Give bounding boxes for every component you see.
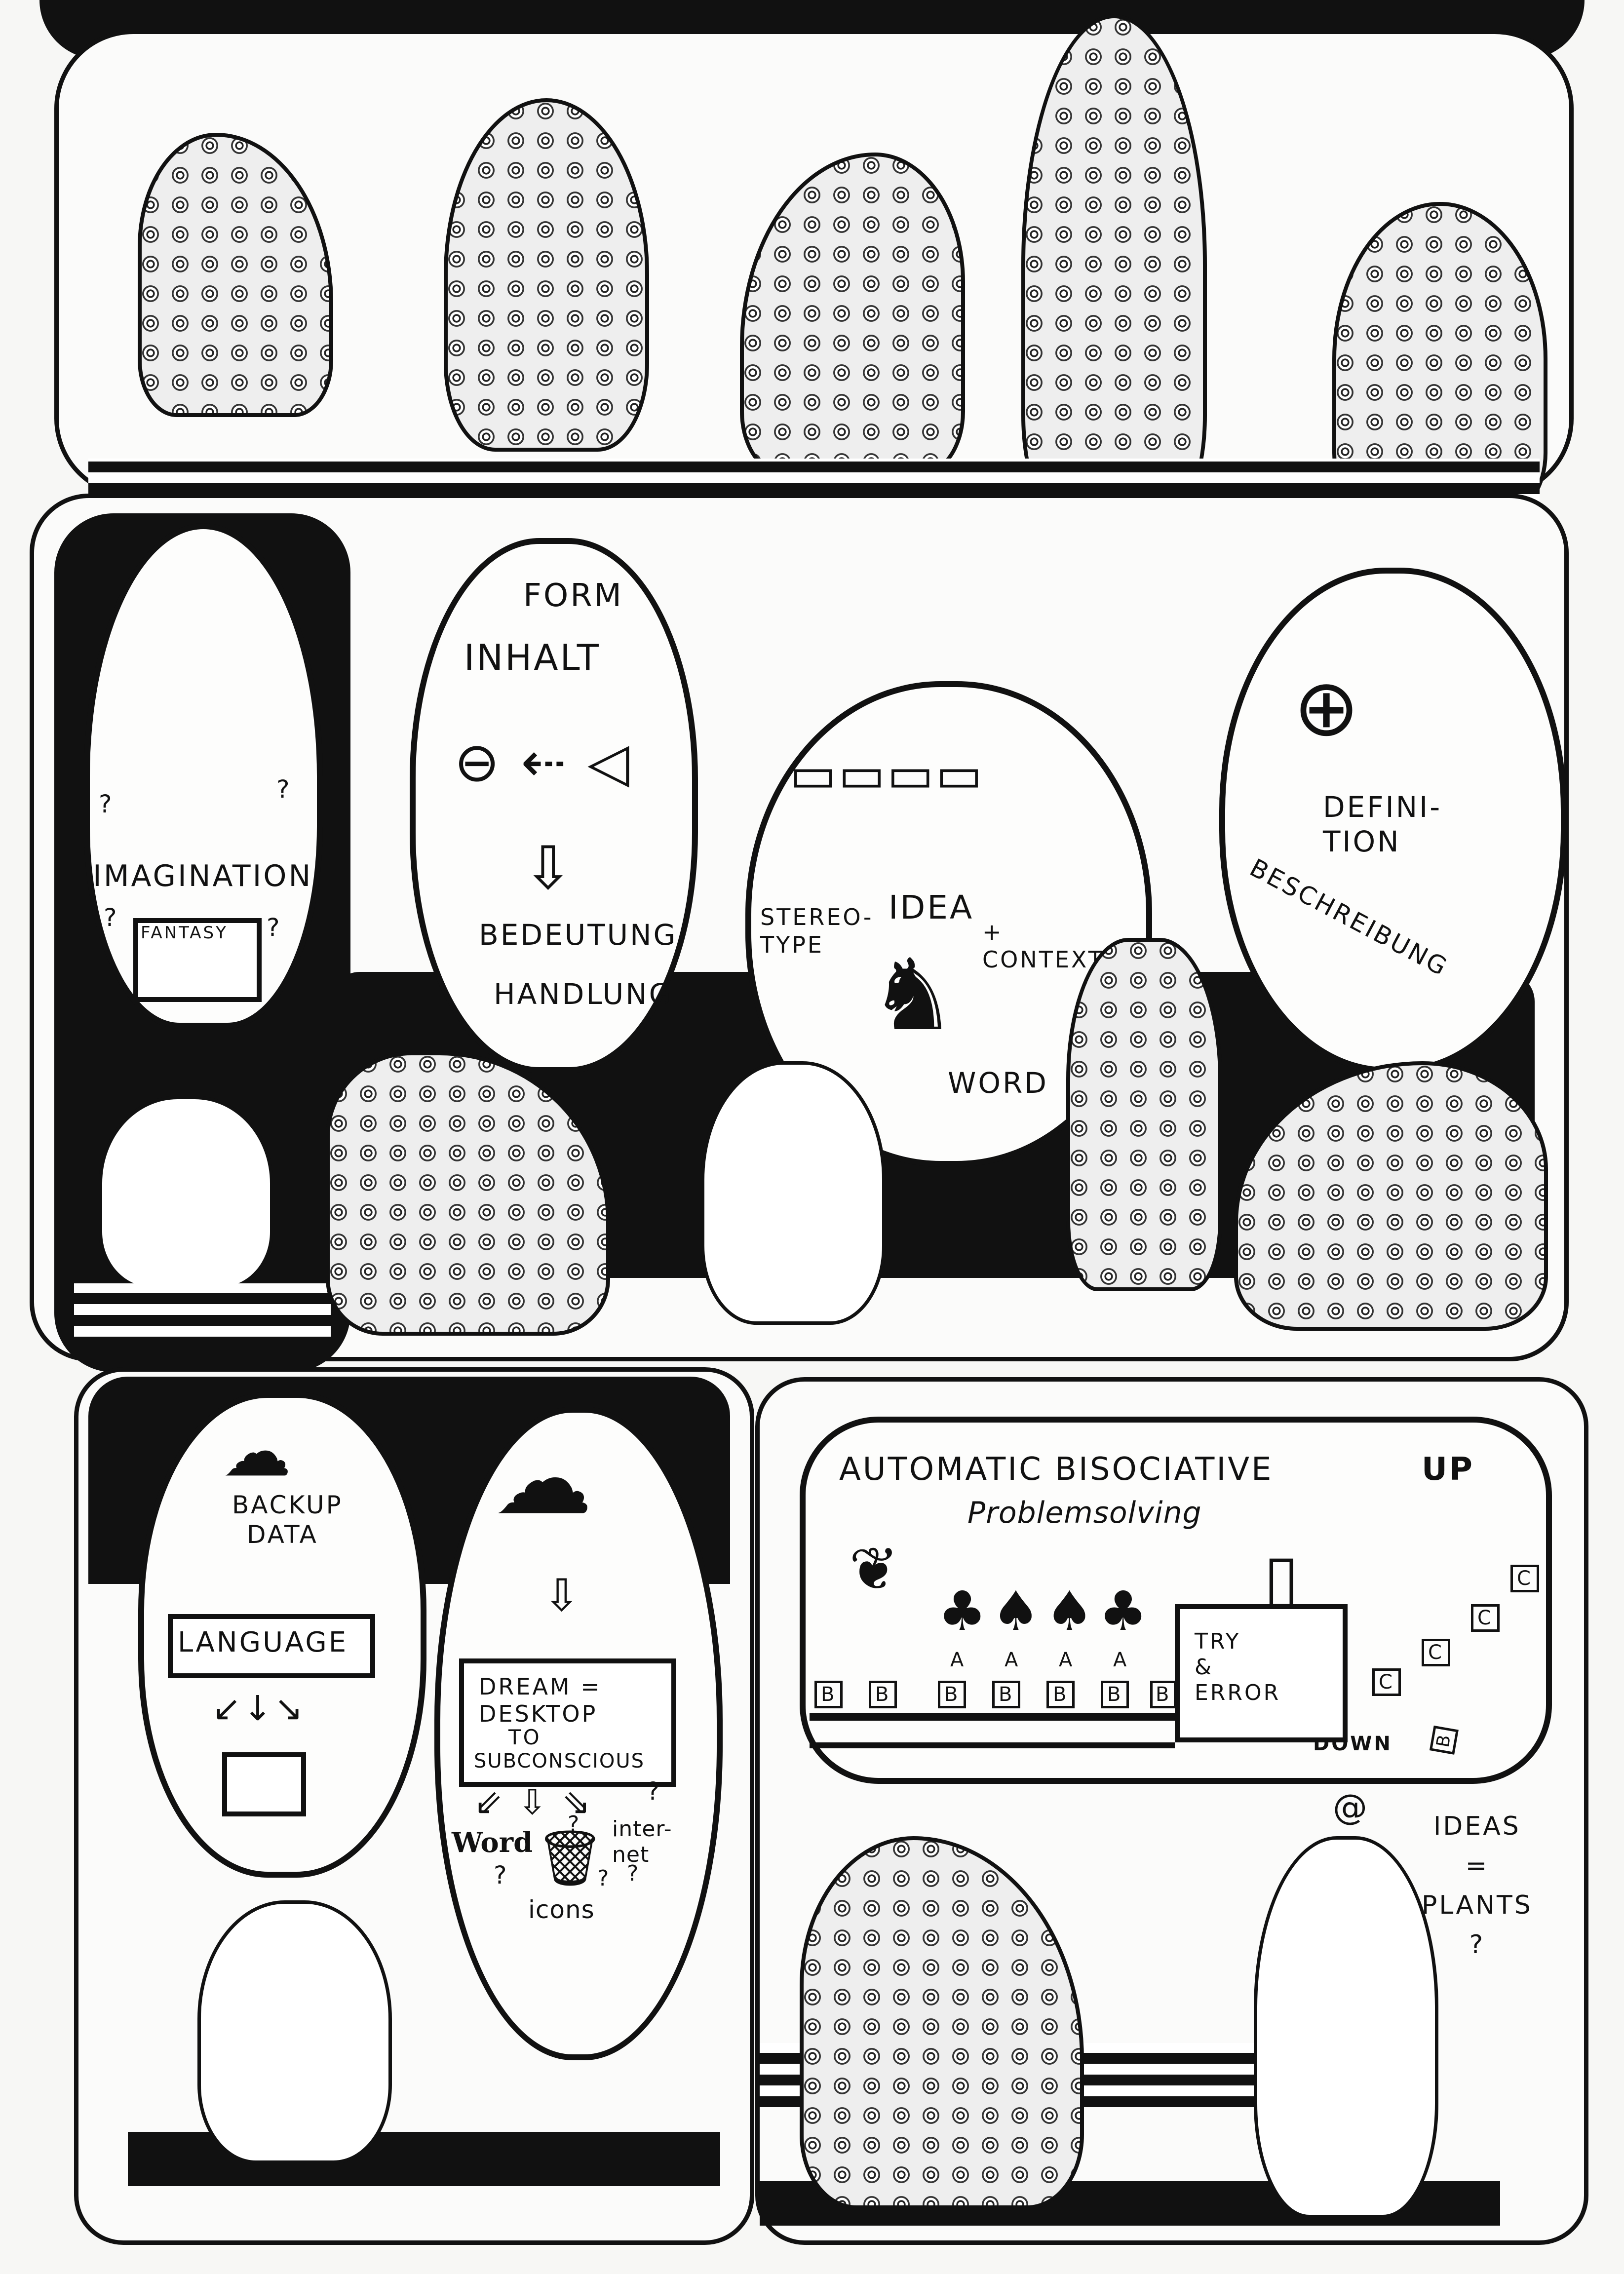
definition-label: DEFINI- TION <box>1323 790 1442 858</box>
girl-wondering-bottom-right <box>1254 1836 1438 2218</box>
arrows-icon: ⇙ ⇩ ⇘ <box>474 1782 593 1822</box>
question-mark: ? <box>276 775 292 804</box>
try-error-machine <box>1175 1604 1348 1742</box>
definition-speech-bubble <box>1219 568 1567 1073</box>
question-mark: ? <box>597 1866 611 1891</box>
dream-label: DREAM = <box>479 1673 602 1700</box>
desktop-label: DESKTOP <box>479 1700 598 1727</box>
language-label: LANGUAGE <box>178 1626 348 1658</box>
form-label: FORM <box>523 578 623 614</box>
pot-label-b: B <box>814 1681 843 1708</box>
pot-label-b: B <box>1150 1681 1177 1708</box>
inhalt-label: INHALT <box>464 637 601 678</box>
box-label-c: C <box>1471 1604 1500 1632</box>
pot-label-b: B <box>992 1681 1021 1708</box>
plant-label-a: A <box>1005 1649 1020 1671</box>
discarded-pot-label: B <box>1429 1726 1459 1755</box>
box-label-c: C <box>1422 1639 1450 1666</box>
trash-can-icon: 🗑 <box>536 1826 607 1889</box>
table-stripes <box>74 1283 331 1348</box>
down-arrow-icon: ⇩ <box>543 1570 582 1621</box>
word-label: WORD <box>948 1066 1048 1100</box>
bisociative-title: AUTOMATIC BISOCIATIVE <box>839 1451 1274 1488</box>
question-mark: ? <box>267 913 282 942</box>
question-mark: ? <box>647 1777 662 1806</box>
lizard-creature-2 <box>444 98 649 452</box>
fantasy-label: FANTASY <box>141 923 228 943</box>
picture-cards-icon: ▭▭▭▭ <box>790 745 984 803</box>
box-label-c: C <box>1510 1565 1539 1592</box>
up-label: UP <box>1422 1451 1474 1488</box>
zigzag-box-icon <box>222 1752 306 1816</box>
creature-center-back <box>1066 938 1222 1291</box>
pot-label-b: B <box>1101 1681 1129 1708</box>
grid-circle-icon: ⊕ <box>1293 661 1362 754</box>
handlung-label: HANDLUNG <box>494 977 673 1011</box>
question-mark: ? <box>104 903 119 932</box>
icons-label: icons <box>528 1895 595 1924</box>
bedeutung-label: BEDEUTUNG <box>479 918 678 952</box>
stereotype-label: STEREO- TYPE <box>760 904 874 958</box>
grabber-claw-plant-icon: ❦ <box>849 1535 901 1604</box>
girl-thinking-center <box>701 1061 886 1325</box>
desktop-screen-box <box>459 1658 676 1787</box>
internet-label: inter- net <box>612 1816 672 1867</box>
idea-label: IDEA <box>889 888 974 926</box>
problemsolving-subtitle: Problemsolving <box>967 1496 1202 1530</box>
try-error-label: TRY & ERROR <box>1195 1629 1281 1705</box>
subconscious-label: SUBCONSCIOUS <box>474 1750 645 1773</box>
brain-icon: ☁ <box>494 1422 594 1537</box>
language-box <box>168 1614 375 1678</box>
brain-icon: ☁ <box>222 1412 293 1492</box>
question-mark: ? <box>568 1811 581 1837</box>
fantasy-picture <box>133 918 262 1002</box>
data-label: DATA <box>247 1520 318 1549</box>
box-label-c: C <box>1372 1668 1401 1696</box>
plant-label-a: A <box>1113 1649 1129 1671</box>
tall-creature-4 <box>1021 14 1207 516</box>
question-mark: ? <box>99 790 114 818</box>
ideas-plants-caption: IDEAS = PLANTS ? <box>1422 1811 1533 1960</box>
arrows-down-icon: ↙↓↘ <box>212 1688 305 1729</box>
backup-label: BACKUP <box>232 1491 343 1519</box>
traffic-light-icon: ▯ <box>1264 1540 1301 1615</box>
imagination-label: IMAGINATION <box>93 859 313 893</box>
to-label: TO <box>508 1725 541 1749</box>
pot-label-b: B <box>938 1681 967 1708</box>
plant-sprouts-icon: ♣♠♠♣ <box>938 1580 1153 1643</box>
context-label: + CONTEXT <box>982 919 1104 973</box>
girl-thinking-bottom-left <box>197 1900 392 2164</box>
pot-label-b: B <box>1046 1681 1075 1708</box>
plant-label-a: A <box>950 1649 966 1671</box>
conveyor-belt-lower <box>810 1742 1175 1748</box>
spiral-thought-icon: @ <box>1333 1787 1369 1827</box>
eye-perspective-icon: ⊖ ⇠ ◁ <box>454 731 631 794</box>
top-panel-bar-scene <box>54 14 1574 538</box>
question-mark: ? <box>627 1861 641 1886</box>
crocodile-creature-3 <box>740 153 965 476</box>
crocodile-creature-1 <box>138 133 333 417</box>
question-mark: ? <box>494 1861 509 1889</box>
horse-head-drawing-icon: ♞ <box>869 938 960 1053</box>
pot-label-b: B <box>869 1681 897 1708</box>
plant-label-a: A <box>1059 1649 1075 1671</box>
down-arrow-icon: ⇩ <box>523 834 575 903</box>
girl-thinking-left <box>99 1096 273 1290</box>
conveyor-belt <box>810 1713 1175 1721</box>
word-label: Word <box>452 1826 533 1859</box>
